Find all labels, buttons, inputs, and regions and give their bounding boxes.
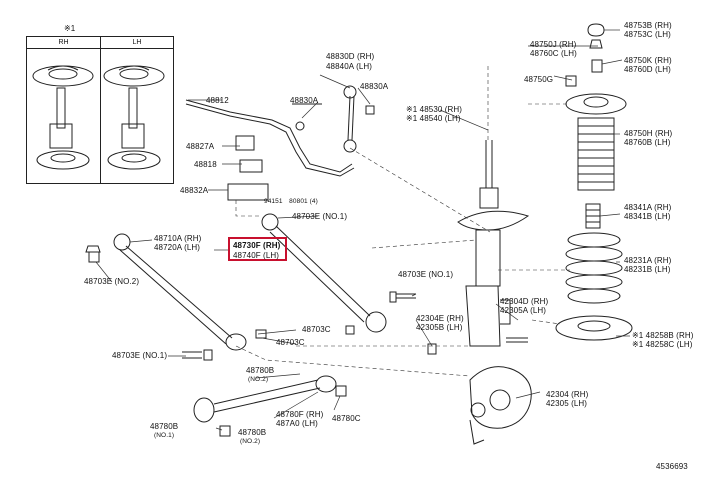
inset-strut-lh-drawing (103, 65, 165, 170)
label-42305b: 42305B (LH) (416, 323, 463, 332)
inset-head-rh: RH (27, 37, 100, 49)
label-48812: 48812 (206, 96, 229, 105)
spring-insulator-drawing (555, 315, 633, 341)
inset-strut-rh-drawing (32, 65, 94, 170)
label-48231a: 48231A (RH) (624, 256, 672, 265)
label-48753b: 48753B (RH) (624, 21, 672, 30)
label-48760c: 48760C (LH) (530, 49, 577, 58)
label-42304d: 42304D (RH) (500, 297, 549, 306)
label-48780b-c-note: (NO.2) (240, 438, 261, 445)
inset-strut-variants: RH LH (26, 36, 174, 184)
stabilizer-bar-drawing (185, 99, 355, 201)
label-48703c-b: 48703C (276, 338, 305, 347)
label-48750g: 48750G (524, 75, 554, 84)
label-48840a: 48840A (LH) (326, 62, 373, 71)
label-48760d: 48760D (LH) (624, 65, 671, 74)
upper-mount-stack-drawing (565, 23, 627, 229)
shock-absorber-drawing (457, 140, 530, 347)
label-48830a-right: 48830A (360, 82, 389, 91)
label-48830a-left: 48830A (290, 96, 319, 105)
label-48341a: 48341A (RH) (624, 203, 672, 212)
label-48750j: 48750J (RH) (530, 40, 577, 49)
label-48750h: 48750H (RH) (624, 129, 673, 138)
toe-link-drawing (261, 213, 387, 333)
inset-divider (100, 37, 101, 183)
label-48740f: 48740F (LH) (233, 251, 280, 260)
label-48703e-no1-b: 48703E (NO.1) (398, 270, 454, 279)
label-48703e-no1-a: 48703E (NO.1) (292, 212, 348, 221)
leader-lines (95, 29, 630, 431)
label-42304: 42304 (RH) (546, 390, 589, 399)
bolts-drawing (85, 245, 528, 437)
lower-arm-drawing (113, 233, 247, 351)
label-48780b-a-note: (NO.2) (248, 376, 269, 383)
label-48832a: 48832A (180, 186, 209, 195)
label-48703c-a: 48703C (302, 325, 331, 334)
label-48530: ※1 48530 (RH) (406, 105, 463, 114)
label-48258c: ※1 48258C (LH) (632, 340, 693, 349)
inset-mark: ※1 (64, 24, 76, 33)
highlight-frame (228, 237, 287, 261)
dashed-guides (235, 64, 570, 377)
label-48720a: 48720A (LH) (154, 243, 201, 252)
label-48790: 487A0 (LH) (276, 419, 318, 428)
trailing-arm-drawing (193, 375, 337, 423)
label-48780c: 48780C (332, 414, 361, 423)
label-48231b: 48231B (LH) (624, 265, 671, 274)
label-48780b-a: 48780B (246, 366, 275, 375)
label-48780f: 48780F (RH) (276, 410, 324, 419)
figure-code: 4536693 (656, 462, 688, 471)
label-48780b-b-note: (NO.1) (154, 432, 175, 439)
label-94151: 94151 80801 (4) (264, 198, 318, 205)
label-42304e: 42304E (RH) (416, 314, 464, 323)
label-48258b: ※1 48258B (RH) (632, 331, 694, 340)
label-48750k: 48750K (RH) (624, 56, 672, 65)
label-48830d: 48830D (RH) (326, 52, 375, 61)
stabilizer-link-drawing (343, 85, 375, 153)
label-42305: 42305 (LH) (546, 399, 588, 408)
label-48703e-no1-c: 48703E (NO.1) (112, 351, 168, 360)
label-48780b-b: 48780B (150, 422, 179, 431)
coil-spring-drawing (565, 232, 623, 304)
label-48730f: 48730F (RH) (233, 241, 281, 250)
knuckle-drawing (469, 366, 532, 445)
label-48753c: 48753C (LH) (624, 30, 671, 39)
label-48827a: 48827A (186, 142, 215, 151)
label-48710a: 48710A (RH) (154, 234, 202, 243)
label-48780b-c: 48780B (238, 428, 267, 437)
inset-head-lh: LH (101, 37, 173, 49)
label-48818: 48818 (194, 160, 217, 169)
label-42305a: 42305A (LH) (500, 306, 547, 315)
label-48540: ※1 48540 (LH) (406, 114, 461, 123)
label-48703e-no2: 48703E (NO.2) (84, 277, 140, 286)
label-48341b: 48341B (LH) (624, 212, 671, 221)
label-48760b: 48760B (LH) (624, 138, 671, 147)
